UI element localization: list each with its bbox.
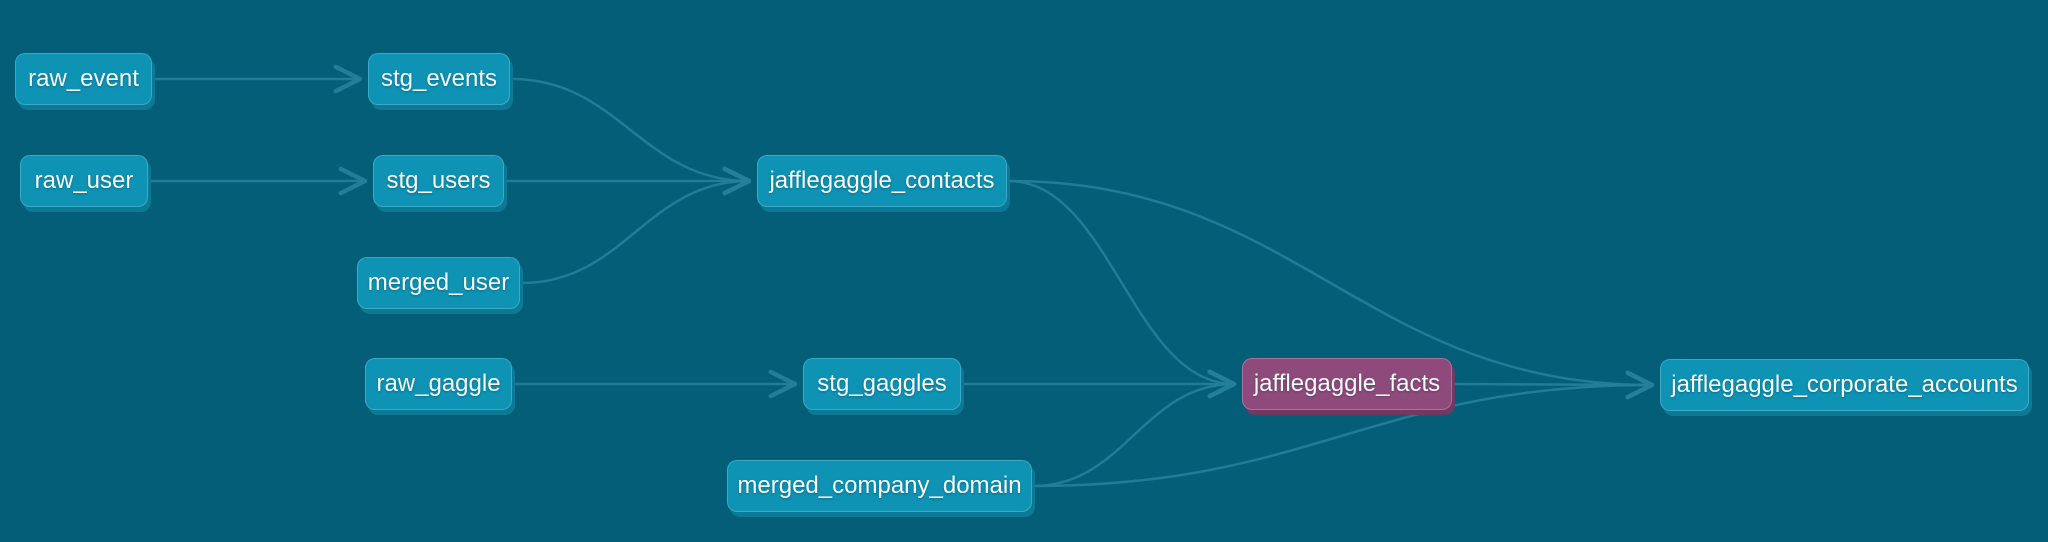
edge-merged_user-to-jafflegaggle_contacts — [520, 166, 752, 285]
node-merged_user[interactable]: merged_user — [357, 257, 520, 309]
node-label: stg_gaggles — [817, 370, 947, 397]
node-raw_gaggle[interactable]: raw_gaggle — [365, 358, 512, 410]
node-label: jafflegaggle_contacts — [769, 167, 995, 194]
node-raw_event[interactable]: raw_event — [15, 53, 152, 105]
node-label: raw_user — [34, 167, 134, 194]
node-stg_gaggles[interactable]: stg_gaggles — [803, 358, 961, 410]
node-stg_events[interactable]: stg_events — [368, 53, 510, 105]
node-jafflegaggle_corporate_accounts[interactable]: jafflegaggle_corporate_accounts — [1660, 359, 2029, 411]
edge-jafflegaggle_contacts-to-jafflegaggle_corporate_accounts — [1007, 179, 1655, 400]
node-label: raw_gaggle — [376, 370, 501, 397]
node-label: stg_users — [386, 167, 491, 194]
node-label: merged_company_domain — [737, 472, 1022, 499]
edge-jafflegaggle_contacts-to-jafflegaggle_facts — [1007, 179, 1237, 399]
edge-merged_company_domain-to-jafflegaggle_facts — [1032, 369, 1237, 488]
node-merged_company_domain[interactable]: merged_company_domain — [727, 460, 1032, 512]
edge-stg_events-to-jafflegaggle_contacts — [510, 77, 752, 196]
node-jafflegaggle_contacts[interactable]: jafflegaggle_contacts — [757, 155, 1007, 207]
edge-merged_company_domain-to-jafflegaggle_corporate_accounts — [1032, 370, 1655, 488]
node-label: merged_user — [367, 269, 510, 296]
node-label: jafflegaggle_facts — [1253, 370, 1441, 397]
node-jafflegaggle_facts[interactable]: jafflegaggle_facts — [1242, 358, 1452, 410]
node-label: raw_event — [28, 65, 139, 92]
node-raw_user[interactable]: raw_user — [20, 155, 148, 207]
edge-jafflegaggle_facts-to-jafflegaggle_corporate_accounts — [1452, 370, 1655, 400]
node-stg_users[interactable]: stg_users — [373, 155, 504, 207]
node-label: jafflegaggle_corporate_accounts — [1671, 371, 2018, 398]
node-label: stg_events — [380, 65, 498, 92]
